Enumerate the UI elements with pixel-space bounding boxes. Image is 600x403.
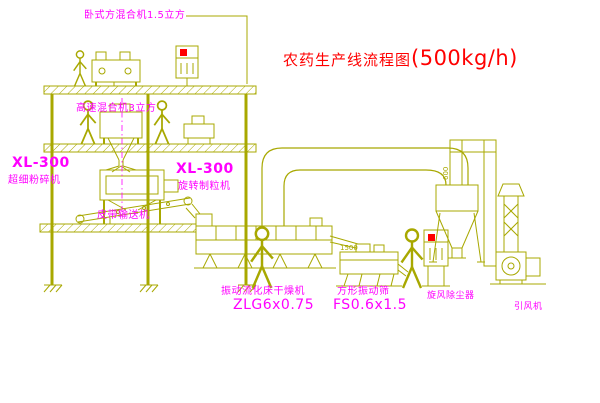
induced-draft-fan-assembly — [490, 183, 546, 285]
label-mill-model: XL-300 — [12, 155, 70, 171]
person-figure — [72, 50, 88, 87]
sieve-dimension: 1500 — [340, 244, 358, 252]
indicator-light — [428, 234, 435, 241]
label-horizontal-mixer: 卧式方混合机1.5立方 — [84, 10, 186, 21]
rain-cap — [497, 183, 525, 197]
exhaust-duct — [261, 147, 469, 226]
label-granulator-model: XL-300 — [176, 161, 234, 177]
diagram-title: 农药生产线流程图 (500kg/h) — [283, 46, 518, 70]
person-figure — [153, 100, 171, 145]
label-granulator-name: 旋转制粒机 — [178, 181, 231, 192]
label-cyclone: 旋风除尘器 — [427, 291, 475, 301]
label-dryer-model: ZLG6x0.75 — [233, 297, 315, 313]
person-figure — [400, 228, 424, 290]
label-sieve-name: 方形振动筛 — [337, 286, 390, 297]
belt-conveyor — [75, 196, 201, 224]
control-panel-1 — [175, 45, 199, 87]
label-sieve-model: FS0.6x1.5 — [333, 297, 408, 313]
high-speed-mixer — [99, 103, 143, 173]
label-belt-conveyor: 皮带输送机 — [97, 210, 150, 221]
fluid-bed-dryer — [194, 213, 336, 269]
title-capacity: (500kg/h) — [411, 46, 518, 70]
cyclone-pipe-dimension: 600 — [442, 167, 450, 180]
title-text: 农药生产线流程图 — [283, 51, 412, 69]
small-mixer-unit — [183, 115, 215, 144]
cyclone-separator: 600 — [429, 139, 497, 267]
person-figure — [249, 226, 275, 290]
label-dryer-name: 振动流化床干燥机 — [221, 286, 305, 297]
indicator-light — [180, 49, 187, 56]
label-high-speed-mixer: 高速混合机3立方 — [76, 103, 157, 114]
horizontal-mixer — [91, 51, 141, 86]
fan-motor — [525, 257, 541, 277]
label-mill-name: 超细粉碎机 — [8, 175, 61, 186]
label-fan: 引风机 — [514, 302, 543, 312]
vibrating-sieve: 1500 — [329, 235, 409, 287]
control-panel-2 — [422, 229, 450, 287]
building-structure — [39, 15, 257, 293]
